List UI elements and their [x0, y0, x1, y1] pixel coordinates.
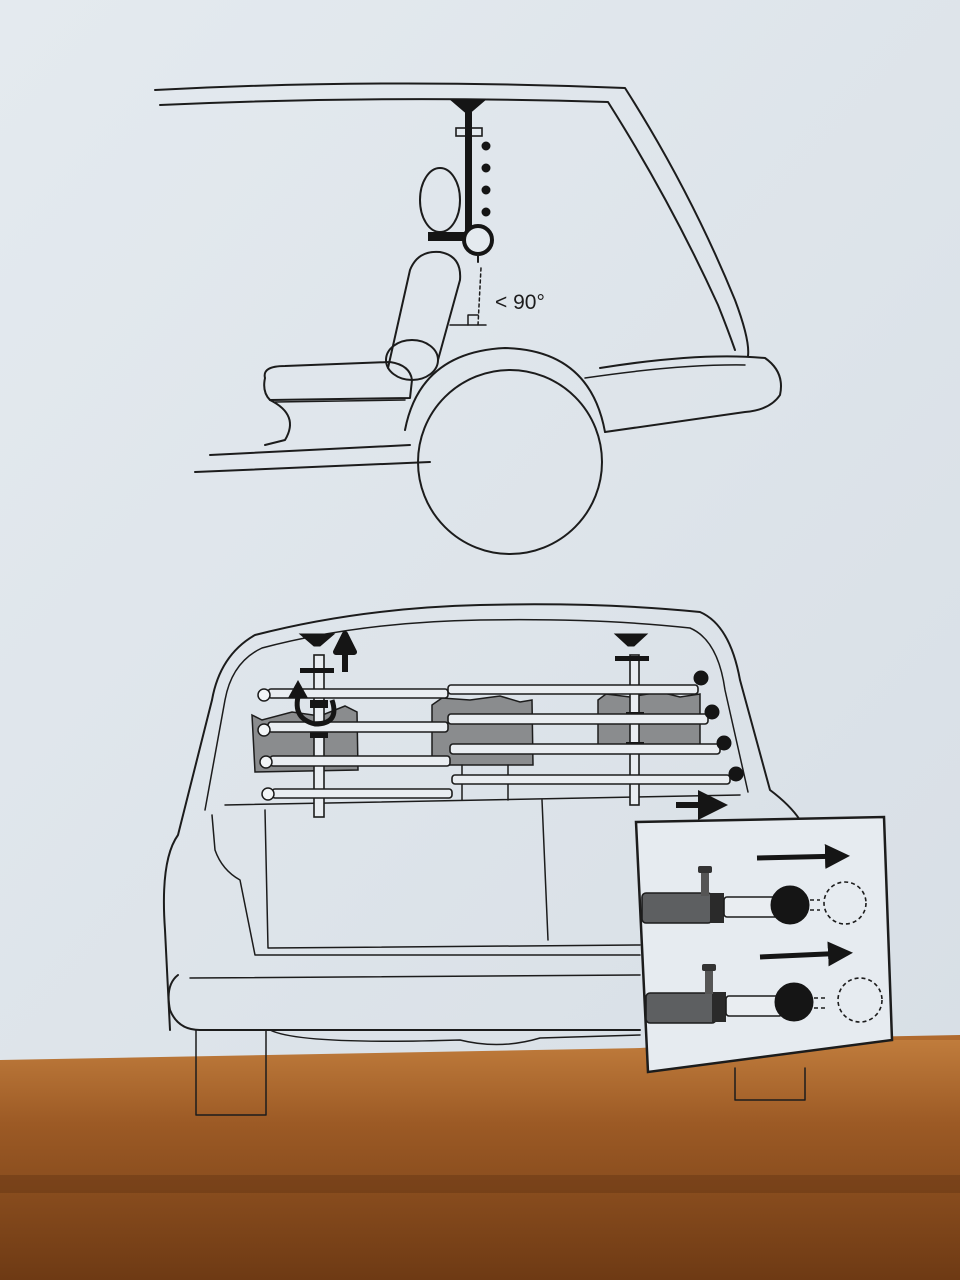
sill-line: [209, 444, 411, 456]
rotate-arrow-icon: [294, 689, 337, 727]
roof-outer-line: [154, 82, 750, 357]
inset-ball-upper: [770, 885, 810, 925]
rear-bumper: [599, 355, 782, 433]
inset-ball-lower: [774, 982, 814, 1022]
detail-inset: [634, 815, 894, 1074]
rear-view-diagram: [162, 603, 806, 1116]
up-arrow-icon: [333, 631, 357, 672]
inset-ball-ghost-lower: [837, 977, 883, 1023]
horizontal-bar-2: [257, 704, 720, 737]
seat-bolster: [385, 339, 439, 381]
right-tyre-edge: [734, 1067, 806, 1101]
side-view-diagram: < 90°: [154, 82, 782, 555]
wooden-table: [0, 1040, 960, 1280]
rear-window-frame: [204, 618, 749, 811]
rear-bumper-bottom: [167, 974, 641, 1031]
inset-frame: [634, 815, 894, 1074]
inset-ball-ghost-upper: [823, 881, 867, 925]
seat-cushion: [263, 361, 413, 401]
rear-seat-back-left: [264, 809, 641, 949]
left-tyre-edge: [195, 1029, 267, 1116]
seat-back: [387, 250, 462, 369]
suction-foot-left-icon: [298, 633, 336, 647]
tailgate-left: [211, 814, 641, 956]
roof-inner-line: [159, 98, 736, 351]
suction-foot-right-icon: [613, 633, 649, 647]
rear-wheel: [417, 369, 603, 555]
angle-label: < 90°: [495, 291, 545, 314]
wheel-arch: [404, 347, 606, 433]
inset-rod-lower: [645, 964, 883, 1024]
horizontal-bar-1: [257, 670, 709, 702]
pole-joint: [462, 224, 494, 256]
horizontal-bar-3: [259, 735, 732, 769]
inset-arrow-upper-icon: [756, 843, 850, 869]
vertical-pole: [465, 112, 472, 240]
right-vertical-pole: [629, 654, 640, 806]
inset-rod-upper: [641, 866, 867, 925]
inset-arrow-lower-icon: [759, 941, 853, 967]
horizontal-bar-4: [261, 766, 744, 801]
car-body-outline: [162, 603, 801, 1031]
seat-split-line: [541, 799, 549, 941]
